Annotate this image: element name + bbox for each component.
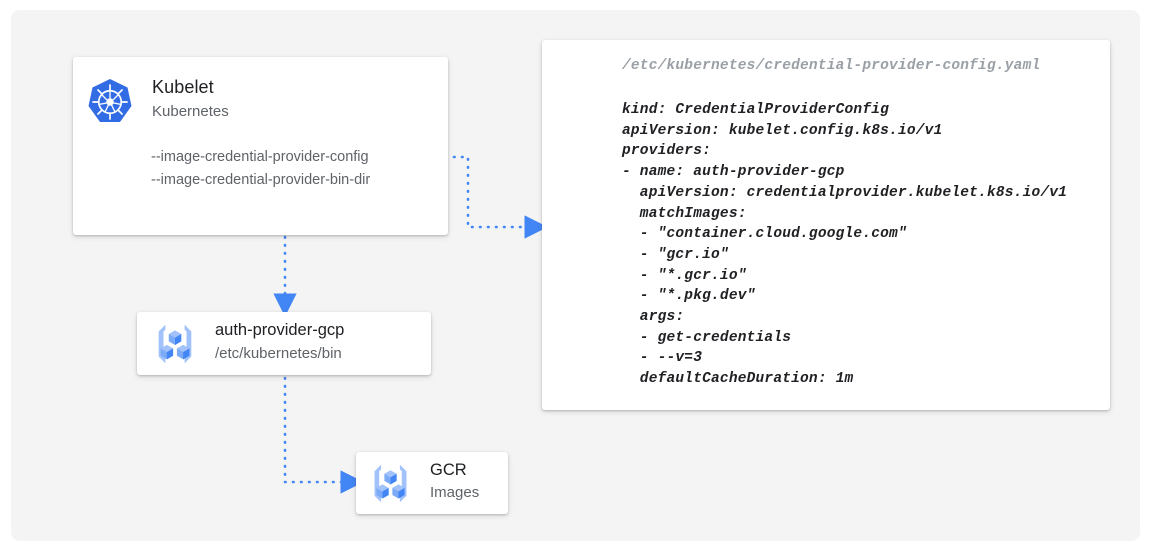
gcr-card-title: GCR: [430, 461, 467, 479]
kubelet-card[interactable]: Kubelet Kubernetes --image-credential-pr…: [73, 57, 448, 235]
kubelet-card-bin-dir-flag: --image-credential-provider-bin-dir: [151, 172, 371, 188]
gcr-card-subtitle: Images: [430, 484, 480, 501]
kubelet-card-subtitle: Kubernetes: [152, 103, 229, 120]
container-registry-icon: [158, 324, 192, 364]
kubernetes-logo-icon: [88, 79, 132, 122]
auth-provider-card-title: auth-provider-gcp: [215, 321, 345, 339]
config-yaml-content: kind: CredentialProviderConfig apiVersio…: [622, 102, 1068, 388]
credential-provider-config-card[interactable]: /etc/kubernetes/credential-provider-conf…: [542, 40, 1110, 410]
gcr-card[interactable]: GCR Images: [356, 452, 508, 514]
kubelet-card-config-flag: --image-credential-provider-config: [151, 149, 369, 165]
auth-provider-card[interactable]: auth-provider-gcp /etc/kubernetes/bin: [137, 312, 431, 375]
kubelet-card-flags: --image-credential-provider-config --ima…: [151, 146, 370, 192]
config-file-path: /etc/kubernetes/credential-provider-conf…: [622, 58, 1041, 74]
kubelet-card-title: Kubelet: [152, 77, 214, 97]
auth-provider-card-subtitle: /etc/kubernetes/bin: [215, 345, 342, 362]
container-registry-icon: [374, 464, 407, 503]
